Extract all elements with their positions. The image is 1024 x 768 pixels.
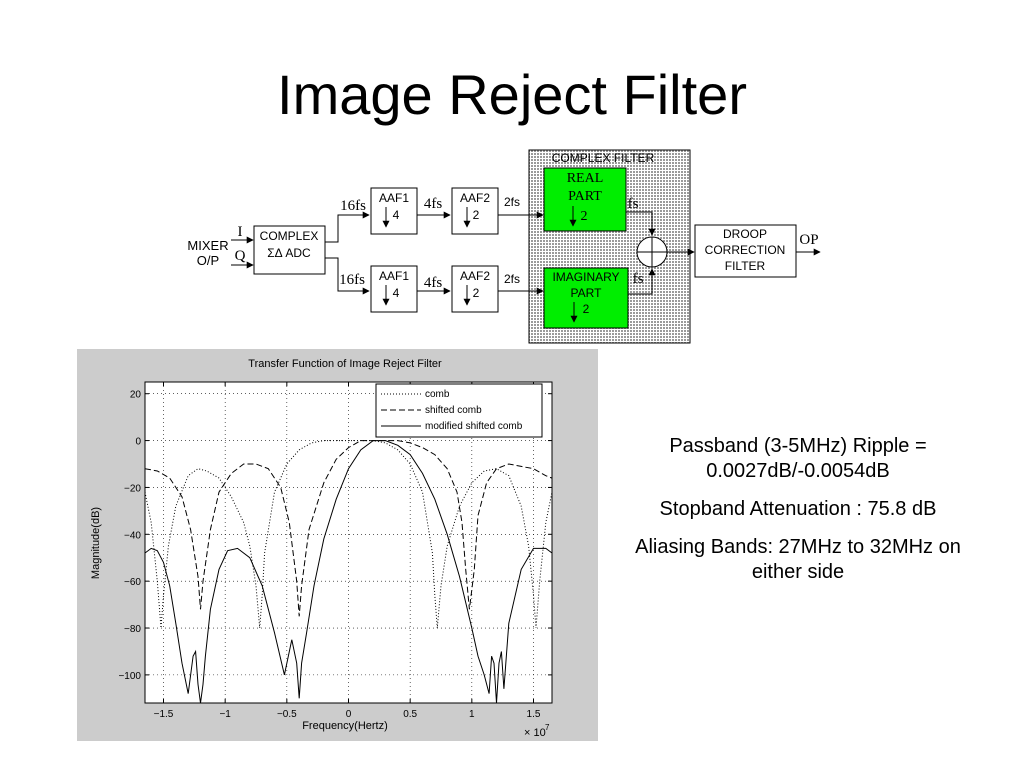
- adc-label-1: COMPLEX: [260, 229, 319, 243]
- x-tick-label: 1.5: [527, 709, 541, 720]
- bottom-rate-2: 4fs: [424, 275, 442, 291]
- droop-correction-block: [694, 224, 797, 278]
- real-part-block: [543, 167, 627, 232]
- aaf1-top-factor: 4: [393, 208, 400, 222]
- top-rate-1: 16fs: [340, 198, 366, 214]
- imag-label-2: PART: [571, 286, 603, 300]
- block-diagram: COMPLEX FILTER MIXER O/P I Q COMPLEX ΣΔ …: [187, 149, 821, 344]
- transfer-function-chart: −1.5 −1 −0.5 0 0.5 1 1.5 20 0 −20 −40 −60 −80 −100 Tr…: [90, 358, 553, 739]
- aaf2-bottom-name: AAF2: [460, 269, 490, 283]
- x-tick-label: 1: [469, 709, 475, 720]
- imag-factor: 2: [583, 302, 590, 316]
- aaf2-top-name: AAF2: [460, 191, 490, 205]
- note-stopband-attenuation: Stopband Attenuation : 75.8 dB: [659, 498, 937, 520]
- y-tick-label: −20: [124, 483, 141, 494]
- plot-panel: −1.5 −1 −0.5 0 0.5 1 1.5 20 0 −20 −40 −60 −80 −100 Tr…: [77, 349, 598, 741]
- aaf2-top-factor: 2: [473, 208, 480, 222]
- aaf1-top-block: [370, 187, 418, 235]
- note-passband-ripple: Passband (3-5MHz) Ripple = 0.0027dB/-0.0…: [669, 435, 927, 482]
- summing-junction: [636, 236, 668, 268]
- y-tick-label: 20: [130, 390, 142, 401]
- y-tick-label: −40: [124, 530, 141, 541]
- aaf1-bottom-name: AAF1: [379, 269, 409, 283]
- y-tick-label: −80: [124, 624, 141, 635]
- chart-title: Transfer Function of Image Reject Filter: [248, 358, 442, 370]
- aaf2-top-block: [451, 187, 499, 235]
- legend-label-modified-shifted-comb: modified shifted comb: [425, 421, 523, 432]
- output-label: OP: [799, 232, 818, 248]
- y-tick-label: −60: [124, 577, 141, 588]
- x-tick-label: 0.5: [403, 709, 417, 720]
- series-shifted-comb: [144, 440, 553, 617]
- mixer-label-1: MIXER: [187, 238, 228, 253]
- y-tick-label: −100: [118, 671, 141, 682]
- top-rate-3: 2fs: [504, 195, 520, 209]
- x-axis-label: Frequency(Hertz): [302, 720, 388, 732]
- note-aliasing-bands: Aliasing Bands: 27MHz to 32MHz on either…: [635, 536, 961, 583]
- y-tick-label: 0: [135, 437, 141, 448]
- mixer-label-2: O/P: [197, 253, 219, 268]
- top-out-rate: fs: [628, 196, 639, 212]
- y-axis-label: Magnitude(dB): [90, 507, 102, 579]
- bottom-out-rate: fs: [633, 271, 644, 287]
- legend-label-shifted-comb: shifted comb: [425, 405, 482, 416]
- x-tick-label: 0: [346, 709, 352, 720]
- q-label: Q: [235, 248, 246, 264]
- complex-adc-block: [253, 225, 326, 275]
- imag-label-1: IMAGINARY: [552, 270, 619, 284]
- droop-label-3: FILTER: [725, 259, 766, 273]
- top-rate-2: 4fs: [424, 196, 442, 212]
- adc-label-2: ΣΔ ADC: [267, 246, 311, 260]
- series-comb: [144, 440, 553, 629]
- notes-panel: Passband (3-5MHz) Ripple = 0.0027dB/-0.0…: [622, 434, 974, 598]
- i-label: I: [238, 224, 243, 240]
- aaf2-bottom-factor: 2: [473, 286, 480, 300]
- aaf2-bottom-block: [451, 265, 499, 313]
- aaf1-bottom-block: [370, 265, 418, 313]
- real-factor: 2: [581, 209, 588, 224]
- imaginary-part-block: [543, 267, 629, 329]
- legend-label-comb: comb: [425, 389, 450, 400]
- aaf1-bottom-factor: 4: [393, 286, 400, 300]
- x-multiplier: × 10: [524, 727, 546, 739]
- legend: comb shifted comb modified shifted comb: [375, 383, 543, 438]
- droop-label-1: DROOP: [723, 227, 767, 241]
- x-tick-label: −1.5: [154, 709, 174, 720]
- grid-layer: [145, 382, 552, 703]
- aaf1-top-name: AAF1: [379, 191, 409, 205]
- slide-title: Image Reject Filter: [277, 63, 747, 126]
- bottom-rate-3: 2fs: [504, 272, 520, 286]
- series-modified-shifted-comb: [144, 440, 553, 704]
- droop-label-2: CORRECTION: [705, 243, 786, 257]
- real-label-1: REAL: [567, 171, 604, 186]
- x-multiplier-exponent: 7: [545, 723, 550, 732]
- real-label-2: PART: [568, 189, 602, 204]
- bottom-rate-1: 16fs: [339, 272, 365, 288]
- x-tick-label: −1: [219, 709, 231, 720]
- series-layer: [144, 440, 553, 704]
- complex-filter-title: COMPLEX FILTER: [552, 151, 655, 165]
- tick-layer: −1.5 −1 −0.5 0 0.5 1 1.5 20 0 −20 −40 −60 −80 −100: [118, 382, 552, 720]
- x-tick-label: −0.5: [277, 709, 297, 720]
